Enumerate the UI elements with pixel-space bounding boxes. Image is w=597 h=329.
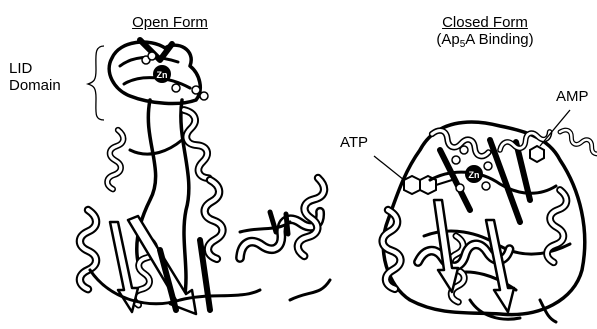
lid-domain-label: LID Domain: [9, 60, 61, 94]
closed-form-structure: [380, 122, 597, 322]
atp-leader-line: [374, 156, 404, 180]
closed-form-subtitle: (Ap5A Binding): [436, 31, 533, 48]
atp-label: ATP: [340, 134, 368, 151]
closed-form-title-block: Closed Form (Ap5A Binding): [412, 14, 558, 48]
closed-form-title: Closed Form: [442, 14, 528, 31]
lid-label-line1: LID: [9, 60, 32, 77]
beta-strand: [434, 200, 458, 292]
beta-strand: [486, 220, 514, 312]
lid-label-line2: Domain: [9, 77, 61, 94]
amp-label: AMP: [556, 88, 589, 105]
zn-label-closed: Zn: [469, 170, 480, 180]
closed-fold-outline: [383, 122, 585, 315]
open-form-title: Open Form: [118, 14, 222, 31]
zn-label-open: Zn: [157, 70, 168, 80]
amp-ligand: [530, 146, 544, 162]
lid-domain-brace: [88, 46, 104, 120]
open-form-structure: [80, 40, 330, 314]
atp-ligand: [404, 176, 452, 194]
